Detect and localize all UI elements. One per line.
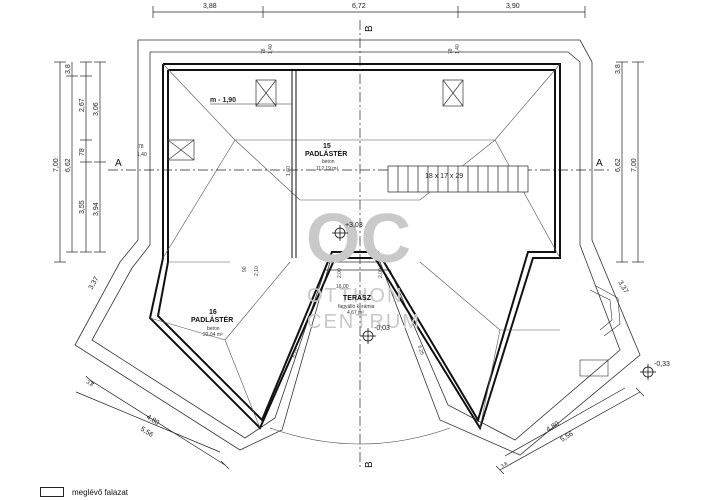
dim-misc-5: 78 [138, 144, 144, 150]
dim-left-5: 3,8 [65, 64, 72, 74]
terrace-number: 16,00 [336, 284, 349, 290]
dim-bl-2: 5,56 [139, 426, 154, 439]
section-b-top: B [364, 25, 375, 32]
bottom-right-dimension-chain [495, 387, 645, 475]
room-15-area: 112,19 m² [316, 166, 338, 172]
terrace-area: 4,67 m² [347, 310, 364, 316]
section-b-bottom: B [364, 461, 375, 468]
terrace-material: fagyálló kerámia [338, 304, 375, 310]
dim-bl-1: 4,80 [145, 414, 160, 427]
left-dimension-chain [54, 61, 106, 263]
dim-misc-8: 90 [242, 266, 248, 272]
dim-misc-13: 1,60 [286, 166, 292, 176]
legend: meglévő falazat [40, 486, 128, 498]
building-walls [148, 63, 561, 431]
dim-misc-1: 78 [261, 48, 267, 54]
roof-outline [74, 39, 641, 456]
watermark-line2: CENTRUM [307, 311, 421, 333]
dim-left-1: 7,00 [53, 158, 60, 172]
level-terrace: -0,03 [374, 325, 390, 332]
watermark-line1: OTTHON [307, 285, 403, 307]
dim-misc-3: 78 [448, 48, 454, 54]
dim-left-7: 3,94 [93, 202, 100, 216]
dim-top-3: 3,90 [506, 3, 520, 10]
legend-swatch [40, 487, 64, 497]
room-16-name: PADLÁSTÉR [191, 315, 233, 324]
attic-partition [291, 70, 297, 258]
level-right: -0,33 [654, 361, 670, 368]
dim-misc-12: 6,25 [416, 345, 425, 356]
dim-br-1: 4,80 [545, 420, 560, 433]
dim-misc-4: 1,40 [455, 44, 461, 54]
dim-misc-11: 6,25 [291, 347, 300, 358]
stair [387, 165, 529, 193]
room-16-material: beton [207, 326, 220, 332]
terrace-name: TERASZ [343, 295, 372, 302]
room-15-material: beton [322, 159, 335, 165]
dim-br-2: 5,56 [559, 430, 574, 443]
dim-left-4: 2,67 [79, 98, 86, 112]
level-markers [332, 225, 656, 380]
legend-label: meglévő falazat [72, 487, 129, 497]
dim-misc-7: 2,10 [254, 266, 260, 276]
side-entry [579, 285, 621, 377]
dim-misc-2: 1,40 [268, 44, 274, 54]
roof-vents [167, 79, 464, 161]
section-a-left: A [115, 158, 122, 169]
stair-label: 18 x 17 x 29 [425, 173, 463, 180]
dim-br-3: 3,8 [500, 461, 509, 470]
dim-misc-9: 2,00 [337, 268, 343, 278]
dim-left-9: 3,37 [88, 276, 101, 291]
dim-right-3: 3,8 [615, 64, 622, 74]
bottom-left-dimension-chain [75, 375, 230, 470]
dim-left-3: 3,06 [93, 102, 100, 116]
room-16-area: 22,04 m² [203, 332, 223, 338]
dim-top-2: 6,72 [352, 3, 366, 10]
room-15-number: 15 [323, 143, 331, 150]
dim-right-2: 6,62 [615, 158, 622, 172]
level-top: +3,03 [345, 222, 363, 229]
bottom-arc [269, 427, 451, 445]
watermark-monogram: OC [306, 199, 411, 277]
watermark: OC OTTHON CENTRUM [306, 199, 421, 333]
dim-right-4: 3,37 [616, 280, 629, 295]
dim-right-1: 7,00 [631, 158, 638, 172]
right-dimension-chain [616, 61, 644, 263]
top-dimension-chain [152, 6, 586, 18]
dim-misc-10: 2,00 [378, 268, 384, 278]
section-a-right: A [596, 158, 603, 169]
room-15-name: PADLÁSTÉR [305, 149, 347, 158]
dim-top-1: 3,88 [203, 3, 217, 10]
dim-bl-3: 3,8 [85, 380, 94, 389]
dim-left-8: 3,55 [79, 200, 86, 214]
dim-left-2: 6,62 [65, 158, 72, 172]
ridge-height-label: m - 1,90 [210, 97, 236, 104]
dim-misc-6: 1,40 [137, 152, 147, 158]
room-16-number: 16 [209, 309, 217, 316]
dim-left-6: 78 [79, 148, 86, 156]
